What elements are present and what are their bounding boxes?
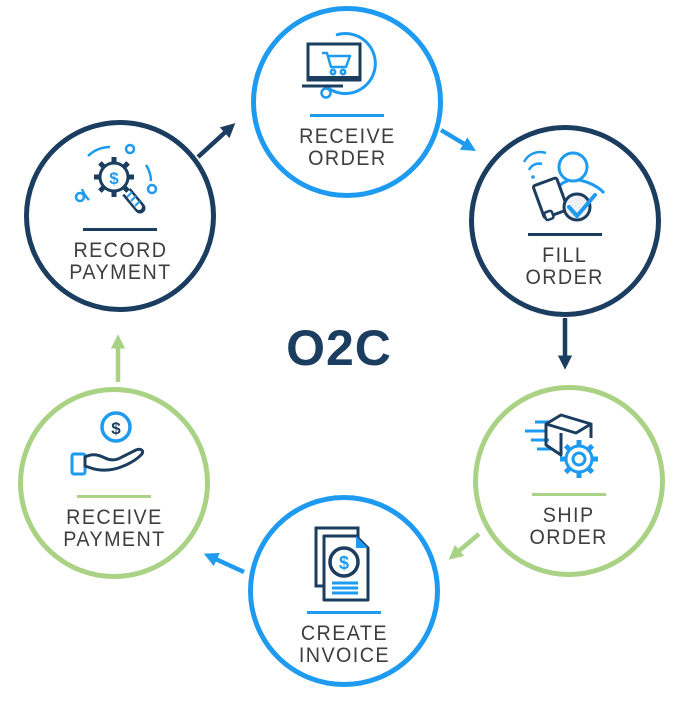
node-label: RECEIVE PAYMENT — [62, 506, 166, 551]
node-label: SHIP ORDER — [529, 504, 609, 549]
node-fill-order: FILL ORDER — [469, 125, 661, 317]
dollar-glyph: $ — [109, 169, 119, 188]
dollar-glyph: $ — [111, 419, 121, 438]
dollar-glyph: $ — [339, 553, 349, 573]
node-divider — [307, 611, 381, 614]
person-tablet-check-icon — [522, 150, 606, 222]
shipping-box-gear-icon — [525, 413, 598, 478]
magnifier-gear-dollar-icon: $ — [74, 143, 158, 214]
node-label: RECORD PAYMENT — [68, 239, 172, 284]
arrow-ship-order-to-create-invoice — [448, 532, 481, 560]
invoice-dollar-icon: $ — [314, 526, 370, 602]
online-order-cart-icon — [302, 32, 377, 99]
diagram-title: O2C — [286, 320, 392, 376]
node-divider — [532, 493, 606, 496]
node-label: FILL ORDER — [525, 244, 605, 289]
node-receive-payment: $ RECEIVE PAYMENT — [18, 387, 210, 579]
arrow-receive-order-to-fill-order — [439, 128, 476, 151]
node-create-invoice: $ CREATE INVOICE — [248, 495, 440, 687]
node-label: CREATE INVOICE — [298, 622, 390, 667]
hand-coin-icon: $ — [70, 411, 145, 476]
node-divider — [83, 228, 157, 231]
node-divider — [528, 233, 602, 236]
node-divider — [77, 495, 151, 498]
node-divider — [310, 114, 384, 117]
node-record-payment: $ RECORD PAYMENT — [24, 120, 216, 312]
node-label: RECEIVE ORDER — [298, 125, 396, 170]
node-ship-order: SHIP ORDER — [473, 385, 665, 577]
arrow-record-payment-to-receive-order — [196, 123, 236, 159]
node-receive-order: RECEIVE ORDER — [251, 6, 443, 198]
arrow-create-invoice-to-receive-payment — [203, 553, 245, 575]
